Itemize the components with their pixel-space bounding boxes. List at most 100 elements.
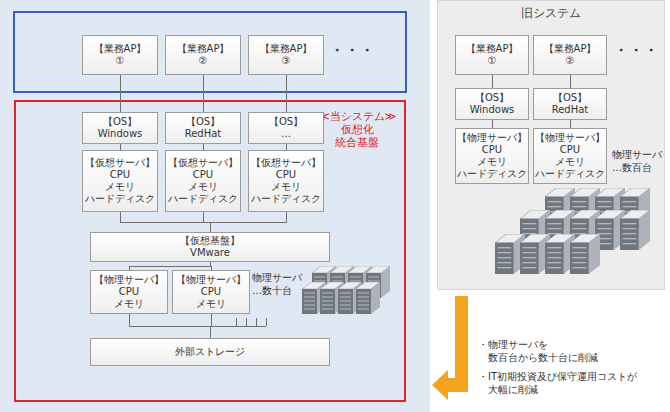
node-text: … bbox=[281, 128, 291, 140]
physical-server-box: 【物理サーバ】CPUメモリ bbox=[90, 270, 168, 314]
node-text: ① bbox=[488, 55, 497, 67]
text-group: 【業務AP】① bbox=[83, 36, 157, 74]
node-text: Windows bbox=[98, 128, 143, 140]
server-count-note: 物理サーバ …数百台 bbox=[612, 148, 664, 174]
server-rack bbox=[366, 266, 390, 298]
connector-line bbox=[492, 75, 493, 88]
server-rack bbox=[570, 234, 600, 274]
text-group: 【OS】Windows bbox=[83, 113, 157, 143]
node-heading: 【仮想サーバ】 bbox=[251, 157, 321, 169]
node-heading: 【物理サーバ】 bbox=[176, 274, 246, 286]
node-heading: 【仮想サーバ】 bbox=[85, 157, 155, 169]
text-group: 外部ストレージ bbox=[91, 339, 329, 365]
bus-lines bbox=[211, 318, 266, 326]
text-group: 【物理サーバ】CPUメモリ bbox=[91, 271, 167, 313]
text-group: 【物理サーバ】CPUメモリ bbox=[173, 271, 249, 313]
text-group: ≪当システム≫仮想化 統合基盤 bbox=[312, 110, 402, 149]
bus-tick bbox=[256, 318, 257, 326]
bus-tick bbox=[236, 318, 237, 326]
node-text: RedHat bbox=[552, 104, 589, 116]
node-text: ハードディスク bbox=[535, 168, 605, 180]
node-text: CPU bbox=[119, 286, 139, 298]
node-text: CPU bbox=[193, 169, 213, 181]
server-rack bbox=[520, 234, 550, 274]
app-layer-frame bbox=[14, 12, 406, 92]
node-heading: 【物理サーバ】 bbox=[94, 274, 164, 286]
text-group: 【OS】Windows bbox=[456, 89, 528, 119]
connector-line bbox=[120, 212, 210, 232]
text-group: 【物理サーバ】CPUメモリハードディスク bbox=[456, 129, 528, 183]
node-text: メモリ bbox=[105, 181, 135, 193]
benefit-note: ・IT初期投資及び保守運用コストが 大幅に削減 bbox=[478, 370, 658, 396]
node-heading: 【業務AP】 bbox=[466, 43, 519, 55]
server-rack bbox=[338, 282, 362, 314]
app-box: 【業務AP】② bbox=[165, 35, 241, 75]
connector-line bbox=[120, 75, 121, 112]
app-box: 【業務AP】① bbox=[82, 35, 158, 75]
app-box: 【業務AP】① bbox=[455, 35, 529, 75]
server-rack bbox=[356, 282, 380, 314]
server-rack bbox=[348, 266, 372, 298]
node-heading: 【OS】 bbox=[553, 92, 587, 104]
platform-frame: ≪当システム≫仮想化 統合基盤【OS】Windows【OS】RedHat【OS】… bbox=[14, 100, 406, 402]
server-count-note: 物理サーバ …数十台 bbox=[252, 271, 310, 297]
server-rack bbox=[620, 188, 650, 228]
node-heading: 【OS】 bbox=[475, 92, 509, 104]
app-box: 【業務AP】② bbox=[533, 35, 607, 75]
server-rack bbox=[570, 210, 600, 250]
node-heading: 【仮想サーバ】 bbox=[168, 157, 238, 169]
physical-server-box: 【物理サーバ】CPUメモリハードディスク bbox=[455, 128, 529, 184]
storage-box: 外部ストレージ bbox=[90, 338, 330, 366]
server-rack bbox=[620, 210, 650, 250]
server-rack bbox=[545, 188, 575, 228]
server-rack bbox=[595, 210, 625, 250]
node-text: CPU bbox=[560, 144, 580, 156]
virtual-server-box: 【仮想サーバ】CPUメモリハードディスク bbox=[165, 150, 241, 212]
text-group: 【仮想サーバ】CPUメモリハードディスク bbox=[83, 151, 157, 211]
server-rack-group bbox=[302, 266, 390, 314]
node-text: ② bbox=[566, 55, 575, 67]
node-heading: 【業務AP】 bbox=[177, 43, 230, 55]
connector-line bbox=[570, 75, 571, 88]
bus-tick bbox=[246, 318, 247, 326]
server-rack bbox=[312, 266, 336, 298]
connector-line bbox=[203, 75, 204, 112]
server-rack bbox=[545, 210, 575, 250]
bus-tick bbox=[266, 318, 267, 326]
connector-line bbox=[203, 212, 210, 232]
server-rack-group bbox=[495, 188, 650, 274]
reduction-arrow bbox=[432, 296, 468, 400]
text-group: 【業務AP】③ bbox=[249, 36, 323, 74]
node-text: メモリ bbox=[555, 156, 585, 168]
node-text: ③ bbox=[282, 55, 291, 67]
node-text: ① bbox=[116, 55, 125, 67]
os-box: 【OS】… bbox=[248, 112, 324, 144]
node-heading: 【業務AP】 bbox=[94, 43, 147, 55]
os-box: 【OS】RedHat bbox=[533, 88, 607, 120]
text-group: 【仮想基盤】VMware bbox=[91, 233, 329, 261]
node-text: CPU bbox=[276, 169, 296, 181]
text-group: 旧システム bbox=[438, 6, 664, 21]
node-text: CPU bbox=[201, 286, 221, 298]
connector-line bbox=[210, 212, 286, 232]
os-box: 【OS】Windows bbox=[455, 88, 529, 120]
connector-line bbox=[286, 144, 287, 150]
node-text: CPU bbox=[482, 144, 502, 156]
node-heading: 旧システム bbox=[521, 6, 581, 21]
node-text: ハードディスク bbox=[85, 193, 155, 205]
physical-server-box: 【物理サーバ】CPUメモリ bbox=[172, 270, 250, 314]
bus-line bbox=[211, 326, 266, 327]
connector-line bbox=[286, 75, 287, 112]
connector-line bbox=[570, 120, 571, 128]
node-text: ② bbox=[199, 55, 208, 67]
server-rack bbox=[320, 282, 344, 314]
node-text: ハードディスク bbox=[251, 193, 321, 205]
server-rack bbox=[495, 234, 525, 274]
text-group: 【物理サーバ】CPUメモリハードディスク bbox=[534, 129, 606, 183]
text-group: 【仮想サーバ】CPUメモリハードディスク bbox=[249, 151, 323, 211]
node-heading: 【物理サーバ】 bbox=[457, 132, 527, 144]
